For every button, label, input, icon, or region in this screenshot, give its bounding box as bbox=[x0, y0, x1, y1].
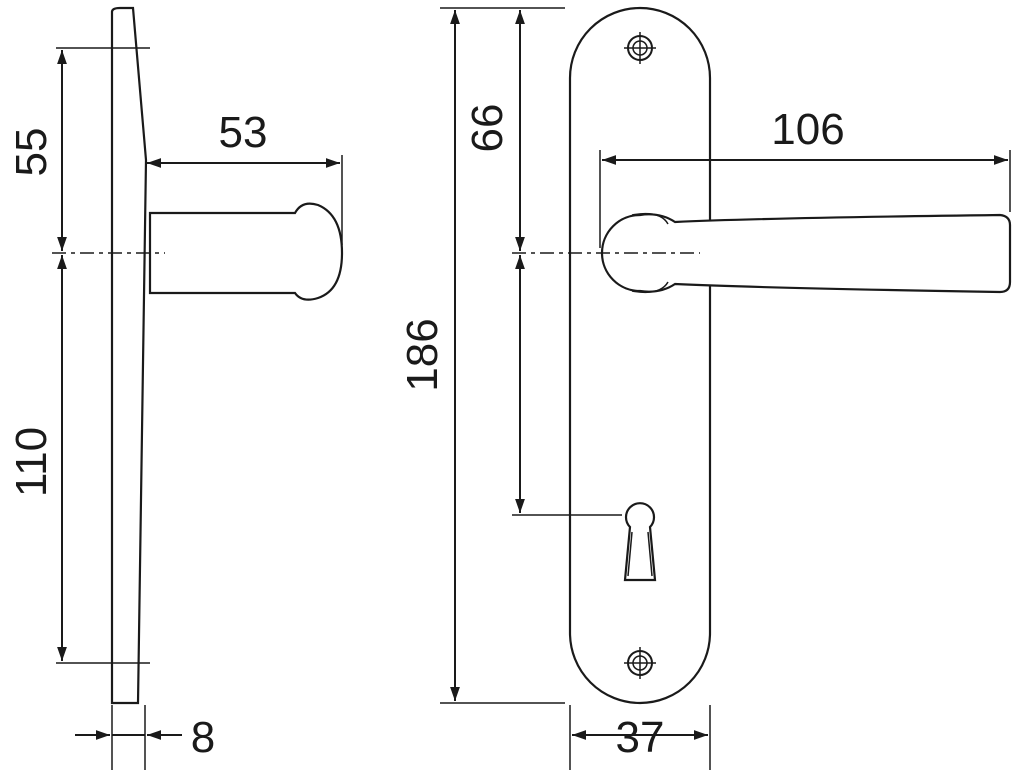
screw-icon-bottom bbox=[624, 647, 656, 679]
dim-label-66: 66 bbox=[463, 104, 512, 153]
side-view: 55 110 53 8 bbox=[7, 6, 344, 770]
front-view: 186 66 106 37 bbox=[398, 6, 1012, 770]
backplate-side bbox=[110, 6, 148, 705]
lever-handle bbox=[600, 213, 1012, 294]
dim-label-106: 106 bbox=[771, 105, 844, 154]
keyhole-icon bbox=[623, 502, 657, 582]
dim-label-55: 55 bbox=[7, 128, 56, 177]
dim-label-37: 37 bbox=[616, 713, 665, 762]
dim-label-53: 53 bbox=[219, 108, 268, 157]
handle-side bbox=[148, 202, 344, 301]
dim-label-110: 110 bbox=[7, 427, 56, 497]
backplate-front bbox=[568, 6, 712, 705]
dim-label-186: 186 bbox=[398, 318, 447, 391]
screw-icon-top bbox=[624, 32, 656, 64]
dim-label-8: 8 bbox=[191, 713, 215, 762]
